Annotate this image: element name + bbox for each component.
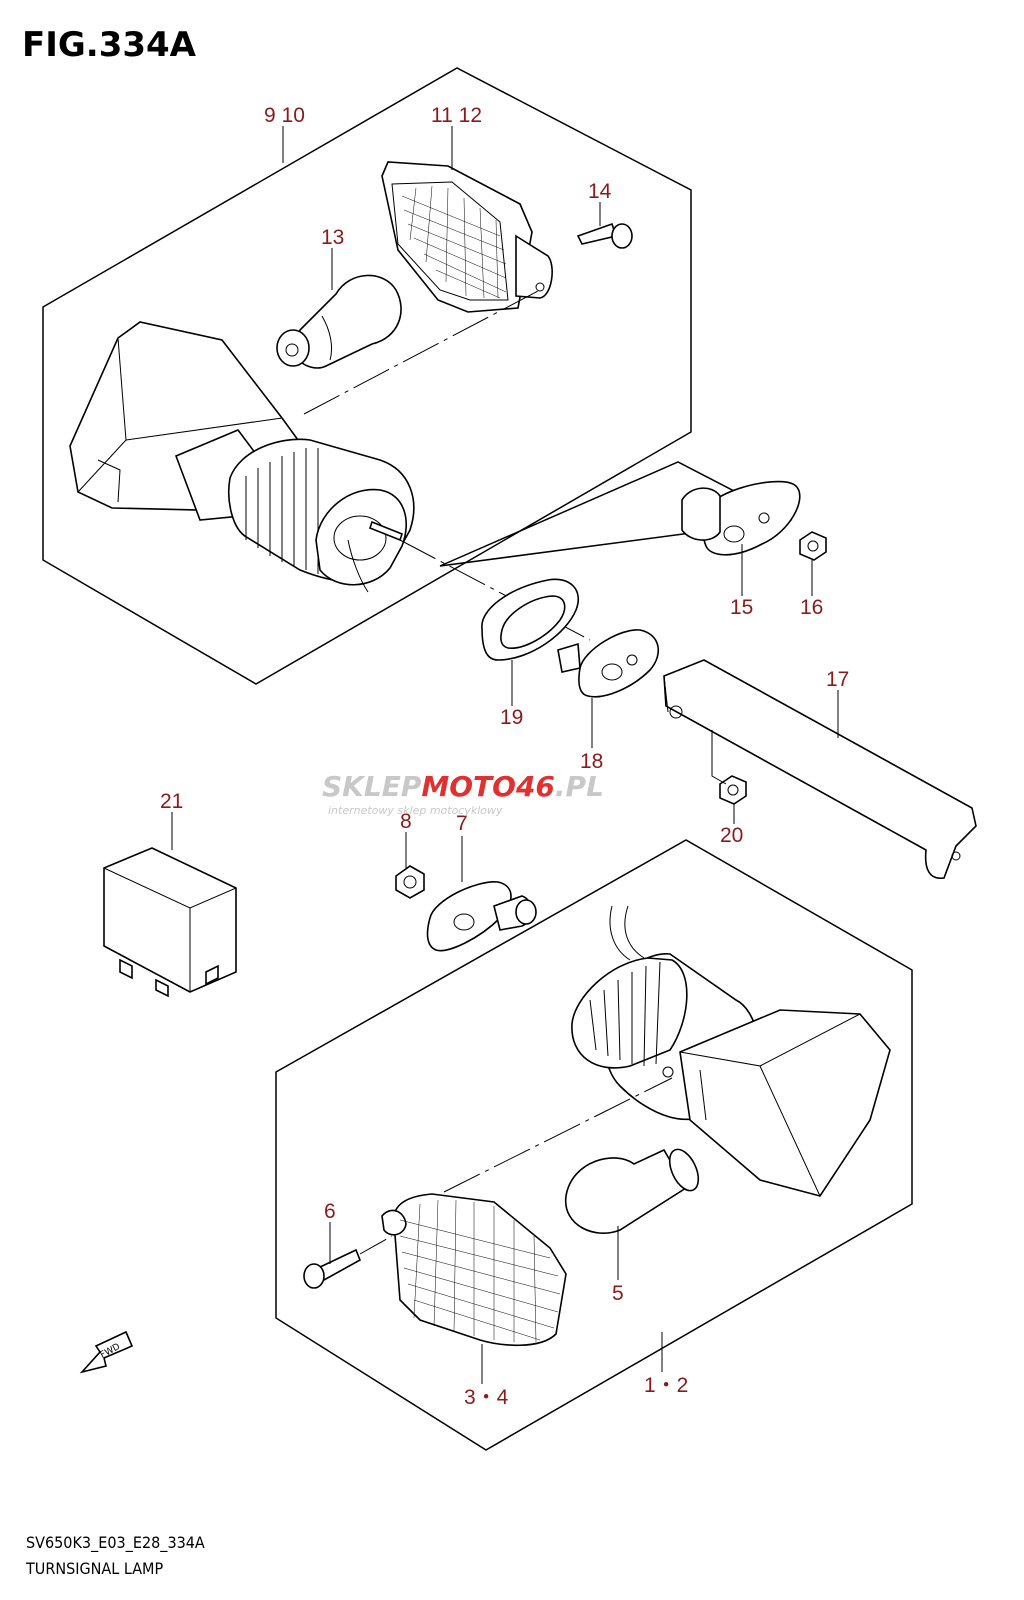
callout-13: 13 (321, 226, 344, 249)
mount-plate-15 (681, 480, 801, 556)
watermark-brand-right: .PL (555, 770, 604, 803)
gasket-19 (481, 578, 579, 661)
lower-screw (303, 1248, 362, 1289)
callout-11-12: 11 12 (431, 104, 482, 127)
watermark-tagline: internetowy sklep motocyklowy (328, 804, 503, 817)
callout-19: 19 (500, 706, 523, 729)
callout-3-4: 3・4 (464, 1386, 509, 1409)
lower-assembly-frame (275, 839, 913, 1451)
callout-16: 16 (800, 596, 823, 619)
plate-7 (426, 881, 537, 952)
nut-16 (799, 531, 827, 561)
callout-14: 14 (588, 180, 612, 203)
upper-bellows (228, 438, 415, 593)
callout-9-10: 9 10 (264, 104, 305, 127)
watermark: SKLEPMOTO46.PL internetowy sklep motocyk… (322, 770, 604, 817)
watermark-brand-left: SKLEP (322, 770, 422, 803)
model-code: SV650K3_E03_E28_334A (26, 1533, 205, 1553)
nut-20 (719, 775, 747, 805)
bracket-17 (663, 659, 977, 879)
callout-6: 6 (324, 1200, 336, 1223)
callout-8: 8 (400, 810, 412, 833)
lower-lens (381, 1193, 567, 1347)
upper-bulb (276, 274, 402, 369)
callout-5: 5 (612, 1282, 624, 1305)
callout-17: 17 (826, 668, 849, 691)
callout-20: 20 (720, 824, 743, 847)
relay-21 (103, 847, 237, 998)
svg-text:SKLEPMOTO46.PL: SKLEPMOTO46.PL (322, 770, 604, 803)
figure-title: FIG.334A (22, 25, 197, 65)
upper-screw (576, 222, 633, 249)
watermark-brand-num: 46 (515, 770, 555, 803)
leader-lines (171, 126, 839, 1384)
watermark-brand-mid: MOTO (421, 770, 516, 803)
figure-name: TURNSIGNAL LAMP (25, 1559, 163, 1578)
callout-7: 7 (456, 812, 468, 835)
callout-1-2: 1・2 (644, 1374, 688, 1397)
upper-assembly-frame (42, 67, 692, 685)
plate-18 (557, 629, 660, 698)
upper-lens (381, 161, 553, 313)
callout-18: 18 (580, 750, 603, 773)
nut-8 (395, 865, 425, 899)
lower-bulb (565, 1148, 700, 1234)
lower-lamp-housing (571, 905, 891, 1197)
callout-15: 15 (730, 596, 753, 619)
callout-21: 21 (160, 790, 183, 813)
